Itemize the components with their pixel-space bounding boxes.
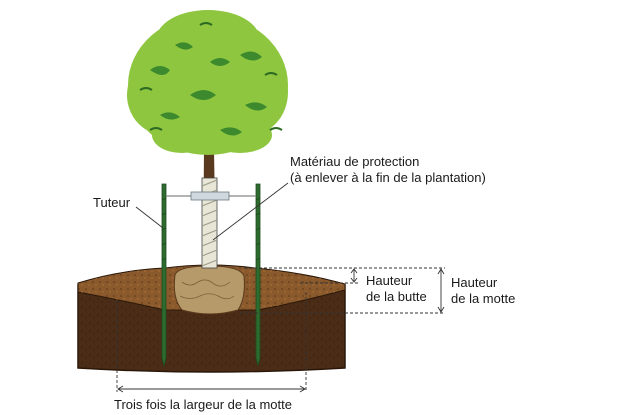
tree-canopy [127, 10, 288, 155]
root-ball-texture [179, 279, 235, 300]
ground [77, 264, 346, 373]
protection-label-line1: Matériau de protection [290, 154, 419, 169]
stake-leader [135, 206, 164, 229]
stake-left [161, 183, 167, 367]
tree-trunk [201, 150, 218, 269]
root-ball [173, 265, 245, 315]
rootball-height-label-line1: Hauteur [451, 275, 498, 290]
stakes [161, 183, 261, 367]
annotation-lines [116, 182, 445, 393]
rootball-height-label-line2: de la motte [451, 291, 515, 306]
stake-right [255, 183, 261, 367]
stake-label: Tuteur [93, 195, 131, 210]
mound-height-label-line2: de la butte [366, 289, 427, 304]
mound-height-label-line1: Hauteur [366, 273, 413, 288]
protection-leader [212, 182, 289, 241]
width-label: Trois fois la largeur de la motte [114, 397, 292, 412]
tie-band [190, 191, 230, 201]
protection-label-line2: (à enlever à la fin de la plantation) [290, 170, 486, 185]
labels: Matériau de protection (à enlever à la f… [93, 154, 515, 412]
